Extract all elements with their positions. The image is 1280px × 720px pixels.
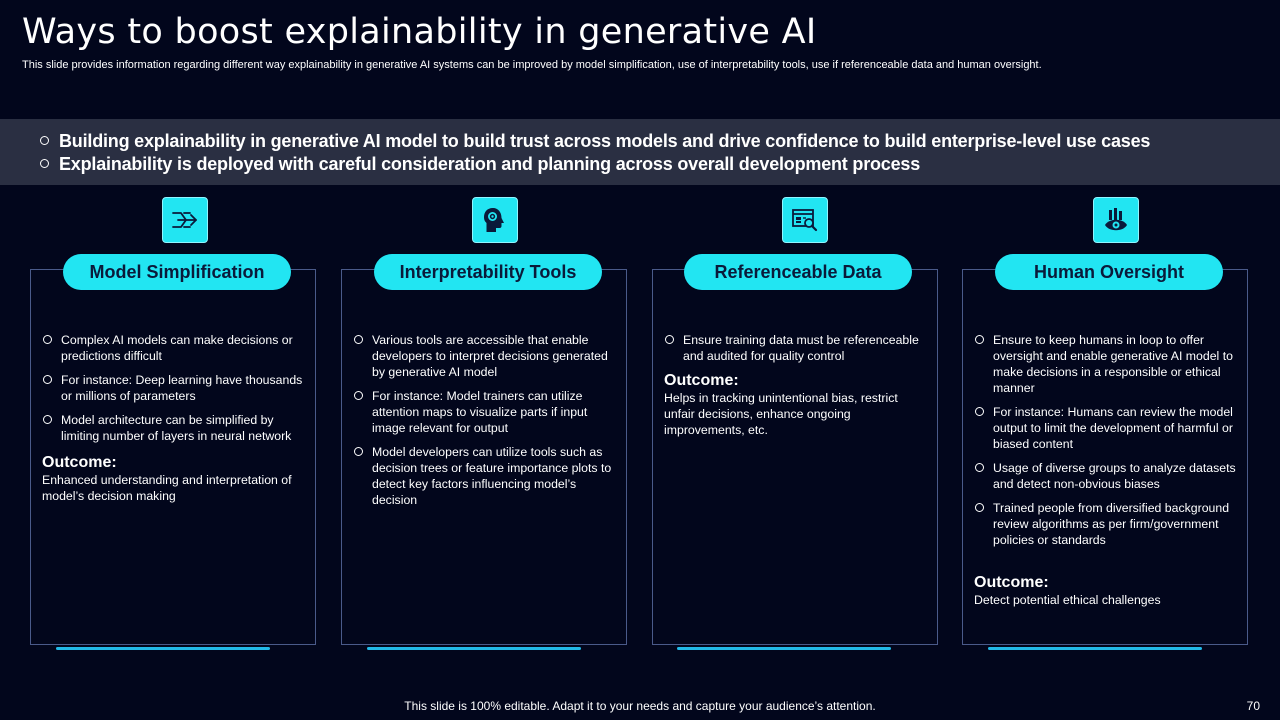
highlight-item: Explainability is deployed with careful … bbox=[40, 154, 920, 175]
circle-bullet-icon bbox=[40, 158, 49, 168]
circle-bullet-icon bbox=[43, 375, 52, 384]
circle-bullet-icon bbox=[975, 503, 984, 512]
card-heading-model-simplification: Model Simplification bbox=[63, 254, 291, 290]
list-item: Ensure training data must be referenceab… bbox=[664, 332, 927, 364]
circle-bullet-icon bbox=[354, 391, 363, 400]
list-item: Ensure to keep humans in loop to offer o… bbox=[974, 332, 1237, 396]
list-item: Trained people from diversified backgrou… bbox=[974, 500, 1237, 548]
outcome-label: Outcome: bbox=[974, 574, 1049, 591]
card-underline bbox=[56, 647, 270, 650]
slide-subtitle: This slide provides information regardin… bbox=[22, 59, 1042, 71]
card-human-oversight: Ensure to keep humans in loop to offer o… bbox=[962, 269, 1248, 645]
card-underline bbox=[988, 647, 1202, 650]
page-number: 70 bbox=[1246, 699, 1260, 713]
footer-note: This slide is 100% editable. Adapt it to… bbox=[404, 699, 876, 713]
circle-bullet-icon bbox=[43, 335, 52, 344]
card-underline bbox=[677, 647, 891, 650]
head-gear-icon bbox=[472, 197, 518, 243]
card-heading-referenceable-data: Referenceable Data bbox=[684, 254, 912, 290]
card-interpretability-tools: Various tools are accessible that enable… bbox=[341, 269, 627, 645]
outcome-label: Outcome: bbox=[42, 454, 117, 471]
list-item: For instance: Humans can review the mode… bbox=[974, 404, 1237, 452]
card-referenceable-data: Ensure training data must be referenceab… bbox=[652, 269, 938, 645]
circle-bullet-icon bbox=[43, 415, 52, 424]
card-heading-human-oversight: Human Oversight bbox=[995, 254, 1223, 290]
list-item: Model developers can utilize tools such … bbox=[353, 444, 616, 508]
circle-bullet-icon bbox=[975, 407, 984, 416]
list-item: For instance: Deep learning have thousan… bbox=[42, 372, 305, 404]
arrows-icon bbox=[162, 197, 208, 243]
card-body: Various tools are accessible that enable… bbox=[353, 332, 616, 516]
highlight-band: Building explainability in generative AI… bbox=[0, 119, 1280, 185]
data-search-icon bbox=[782, 197, 828, 243]
card-underline bbox=[367, 647, 581, 650]
list-item: Usage of diverse groups to analyze datas… bbox=[974, 460, 1237, 492]
outcome-text: Detect potential ethical challenges bbox=[974, 593, 1161, 607]
list-item: Model architecture can be simplified by … bbox=[42, 412, 305, 444]
card-body: Ensure to keep humans in loop to offer o… bbox=[974, 332, 1237, 608]
highlight-item: Building explainability in generative AI… bbox=[40, 131, 1150, 152]
outcome-text: Enhanced understanding and interpretatio… bbox=[42, 473, 292, 503]
highlight-text: Explainability is deployed with careful … bbox=[59, 154, 921, 174]
circle-bullet-icon bbox=[40, 135, 49, 145]
card-heading-interpretability-tools: Interpretability Tools bbox=[374, 254, 602, 290]
circle-bullet-icon bbox=[354, 335, 363, 344]
list-item: For instance: Model trainers can utilize… bbox=[353, 388, 616, 436]
slide-title: Ways to boost explainability in generati… bbox=[22, 12, 817, 52]
outcome-label: Outcome: bbox=[664, 372, 739, 389]
highlight-text: Building explainability in generative AI… bbox=[59, 131, 1151, 151]
card-body: Complex AI models can make decisions or … bbox=[42, 332, 305, 504]
list-item: Complex AI models can make decisions or … bbox=[42, 332, 305, 364]
circle-bullet-icon bbox=[354, 447, 363, 456]
eye-oversight-icon bbox=[1093, 197, 1139, 243]
card-body: Ensure training data must be referenceab… bbox=[664, 332, 927, 438]
circle-bullet-icon bbox=[975, 463, 984, 472]
list-item: Various tools are accessible that enable… bbox=[353, 332, 616, 380]
circle-bullet-icon bbox=[975, 335, 984, 344]
outcome-text: Helps in tracking unintentional bias, re… bbox=[664, 391, 898, 437]
card-model-simplification: Complex AI models can make decisions or … bbox=[30, 269, 316, 645]
circle-bullet-icon bbox=[665, 335, 674, 344]
